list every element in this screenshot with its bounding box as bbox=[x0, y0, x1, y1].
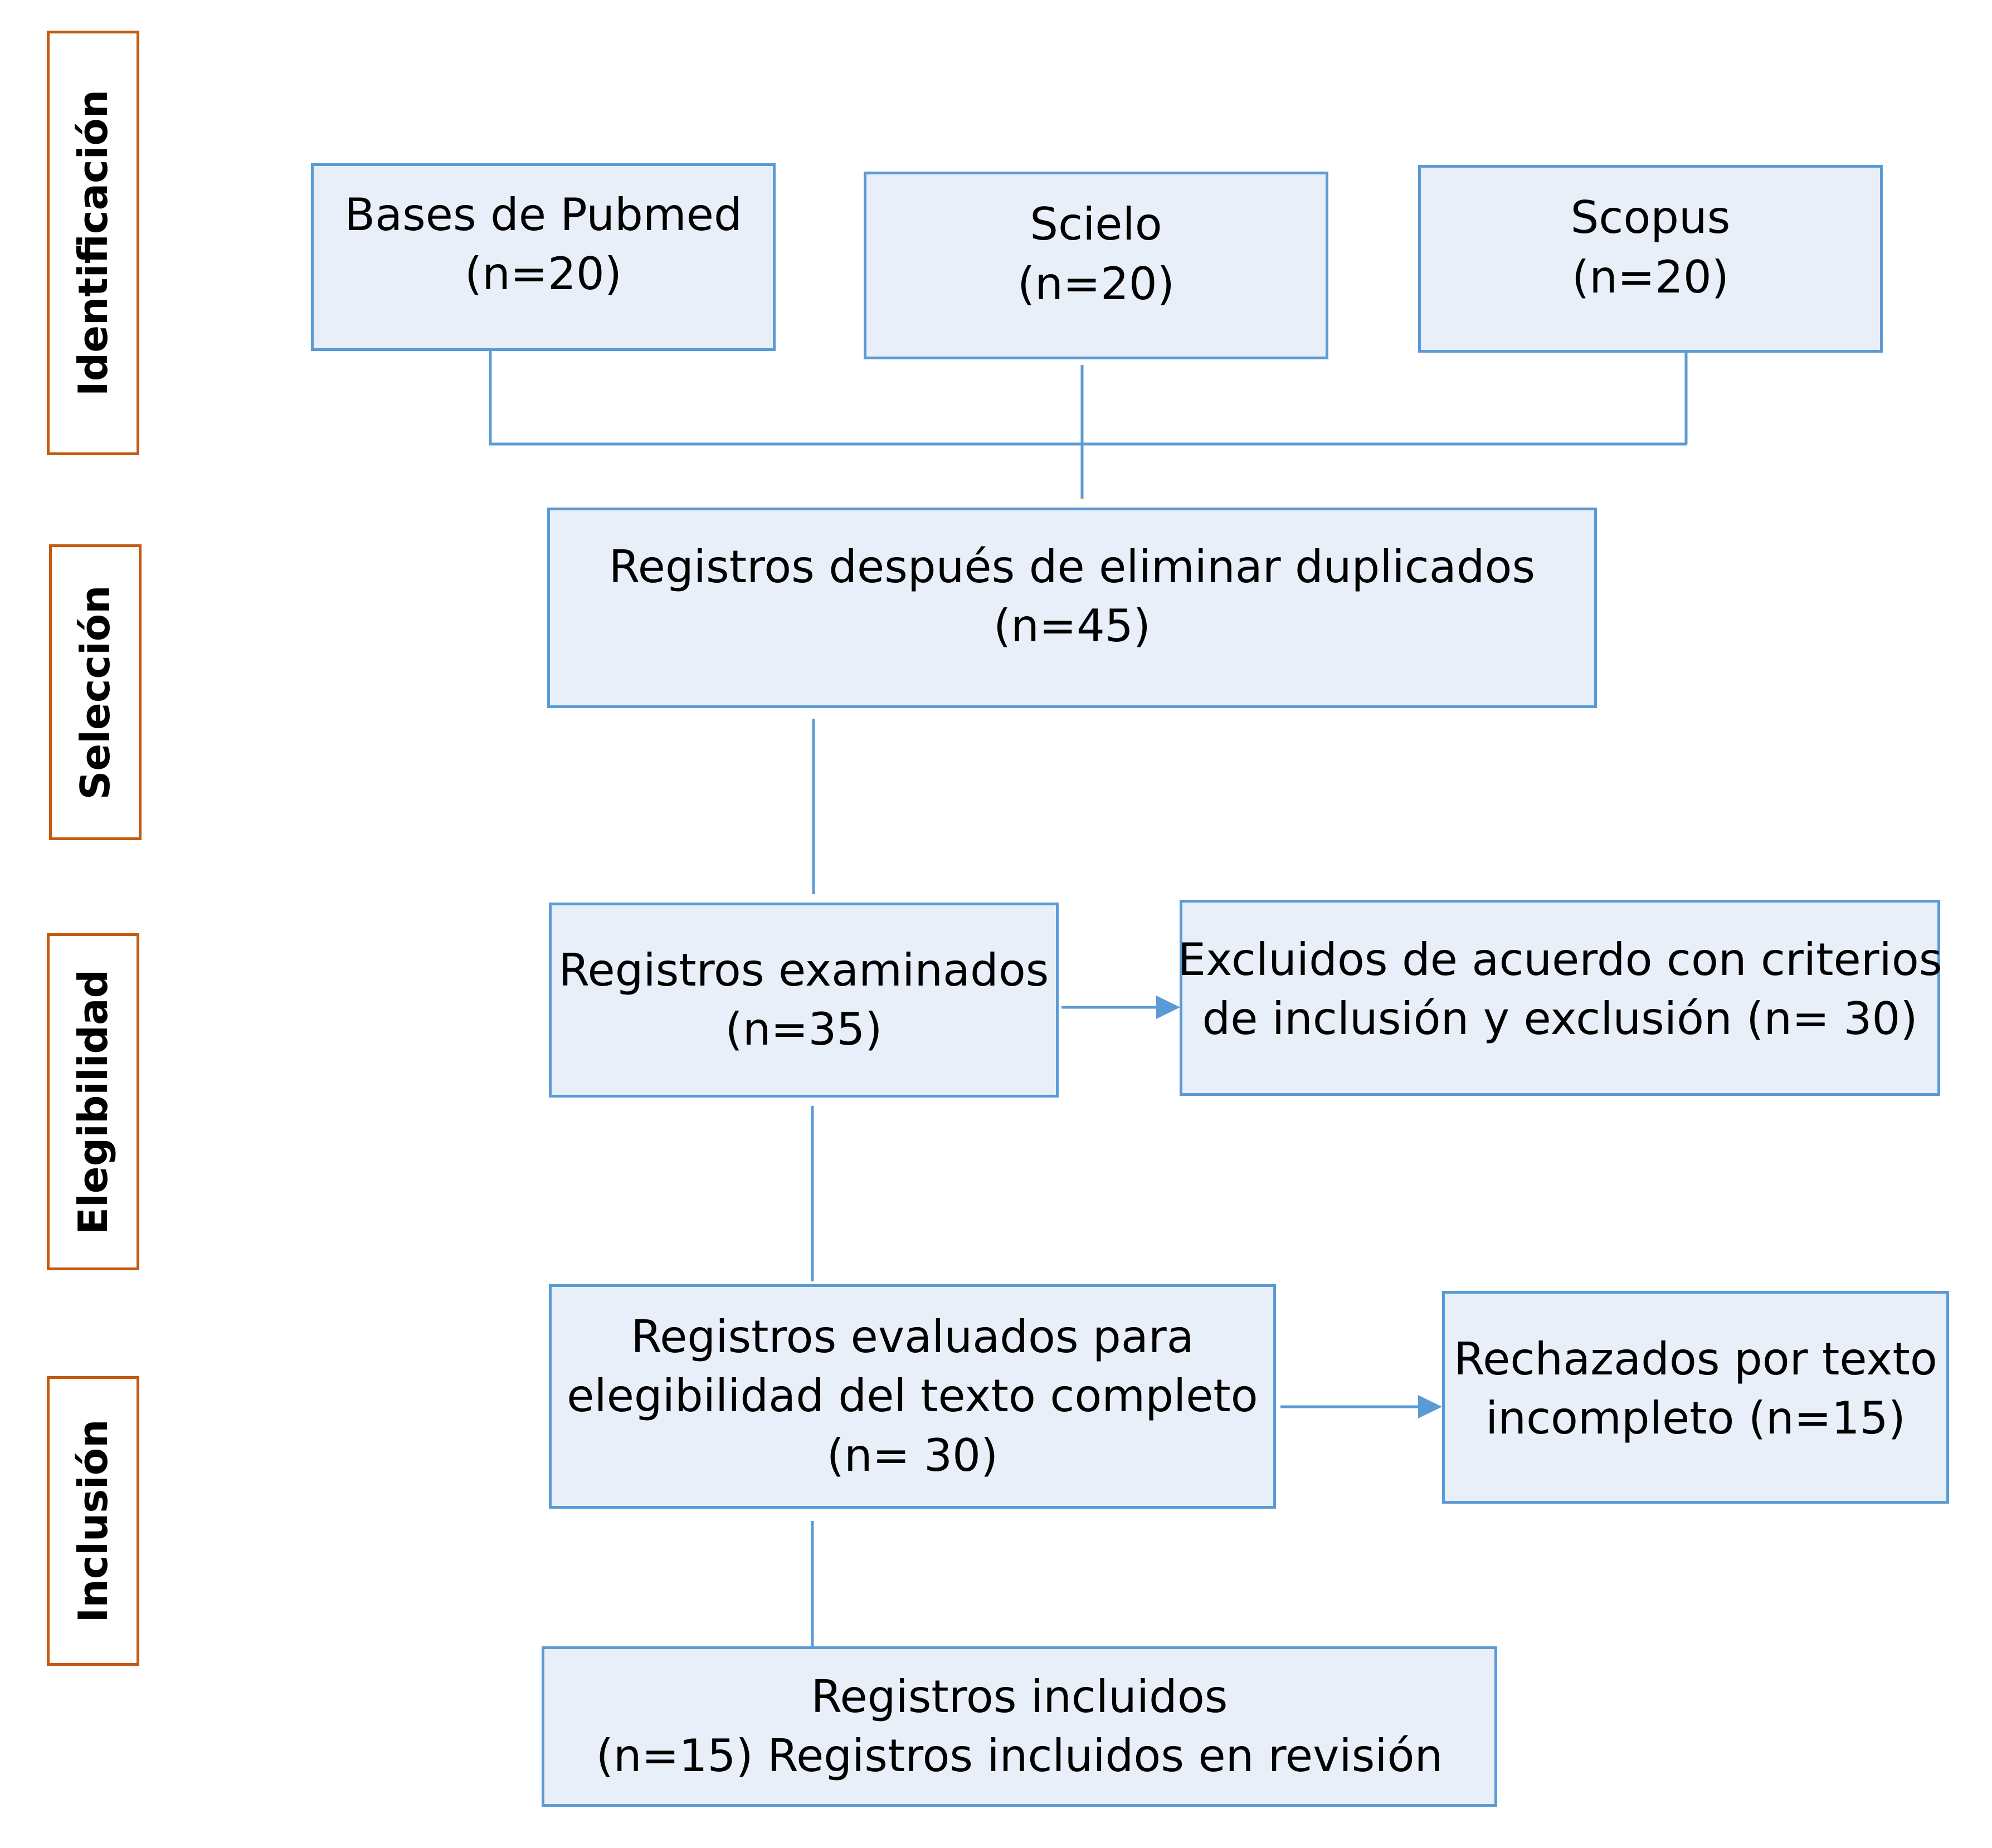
source-scielo-box: Scielo (n=20) bbox=[864, 172, 1328, 359]
phase-inclusion-label: Inclusión bbox=[70, 1419, 116, 1623]
phase-identification-label: Identificación bbox=[70, 89, 116, 397]
arrowhead-to-excluded bbox=[1156, 996, 1180, 1019]
phase-eligibility-label: Elegibilidad bbox=[70, 969, 116, 1235]
phase-inclusion: Inclusión bbox=[47, 1376, 139, 1666]
excluded-line2: de inclusión y exclusión (n= 30) bbox=[1202, 993, 1918, 1045]
rejected-line1: Rechazados por texto bbox=[1454, 1333, 1937, 1385]
included-box: Registros incluidos (n=15) Registros inc… bbox=[542, 1646, 1497, 1807]
screened-label: Registros examinados bbox=[558, 944, 1049, 996]
source-pubmed-count: (n=20) bbox=[465, 248, 622, 300]
source-scopus-box: Scopus (n=20) bbox=[1418, 165, 1883, 353]
excluded-box: Excluidos de acuerdo con criterios de in… bbox=[1177, 900, 1942, 1096]
source-scielo-count: (n=20) bbox=[1017, 257, 1175, 310]
after-duplicates-label: Registros después de eliminar duplicados bbox=[608, 540, 1536, 593]
phase-eligibility: Elegibilidad bbox=[47, 933, 139, 1270]
phase-selection: Selección bbox=[49, 544, 142, 840]
after-duplicates-box: Registros después de eliminar duplicados… bbox=[547, 508, 1597, 708]
included-line1: Registros incluidos bbox=[811, 1670, 1228, 1723]
rejected-line2: incompleto (n=15) bbox=[1486, 1392, 1906, 1444]
excluded-line1: Excluidos de acuerdo con criterios bbox=[1177, 933, 1942, 986]
screened-box: Registros examinados (n=35) bbox=[549, 903, 1059, 1098]
phase-selection-label: Selección bbox=[72, 585, 119, 799]
full-text-line1: Registros evaluados para bbox=[631, 1310, 1194, 1363]
full-text-box: Registros evaluados para elegibilidad de… bbox=[549, 1284, 1276, 1509]
screened-count: (n=35) bbox=[725, 1003, 883, 1055]
phase-identification: Identificación bbox=[47, 31, 139, 455]
source-pubmed-box: Bases de Pubmed (n=20) bbox=[311, 163, 776, 351]
arrowhead-to-rejected bbox=[1418, 1395, 1442, 1418]
source-scopus-name: Scopus bbox=[1570, 192, 1731, 244]
full-text-count: (n= 30) bbox=[826, 1429, 999, 1481]
source-pubmed-name: Bases de Pubmed bbox=[344, 188, 742, 241]
full-text-line2: elegibilidad del texto completo bbox=[567, 1370, 1258, 1422]
rejected-box: Rechazados por texto incompleto (n=15) bbox=[1442, 1291, 1949, 1504]
included-line2: (n=15) Registros incluidos en revisión bbox=[596, 1730, 1443, 1782]
after-duplicates-count: (n=45) bbox=[993, 600, 1151, 652]
source-scielo-name: Scielo bbox=[1030, 198, 1162, 251]
source-scopus-count: (n=20) bbox=[1572, 251, 1729, 303]
